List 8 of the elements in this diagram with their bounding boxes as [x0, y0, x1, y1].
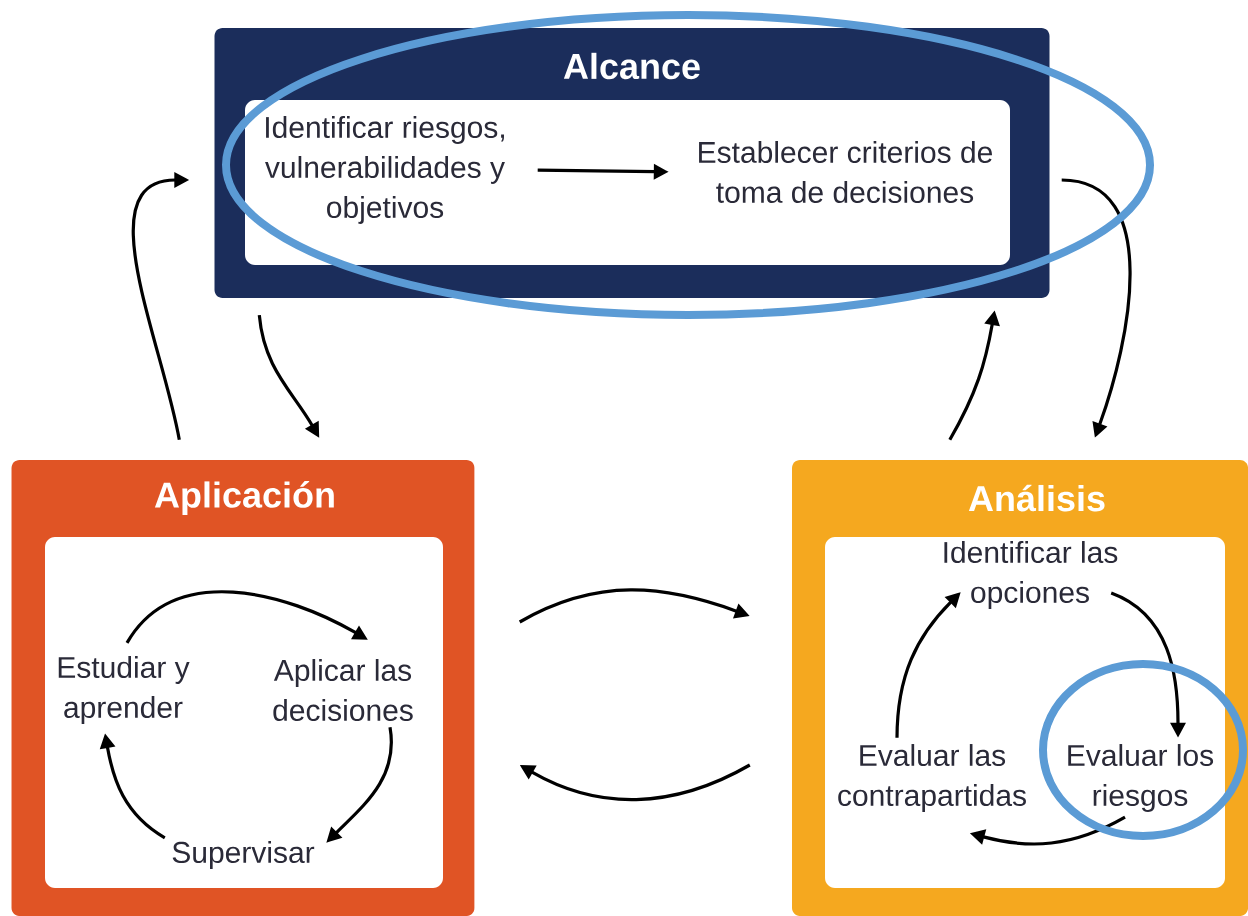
step-text: Aplicar las decisiones: [273, 659, 413, 722]
step-text: Evaluar las contrapartidas: [838, 744, 1026, 812]
step-text: Evaluar los riesgos: [1068, 744, 1214, 812]
step-text: Supervisar: [172, 841, 315, 869]
step-text: Establecer criterios de toma de decisiones: [699, 141, 992, 203]
step-text: Estudiar y aprender: [58, 656, 190, 724]
step-text: Identificar riesgos, vulnerabilidades y objetivos: [265, 116, 505, 224]
step-text: Identificar las opciones: [944, 541, 1118, 609]
